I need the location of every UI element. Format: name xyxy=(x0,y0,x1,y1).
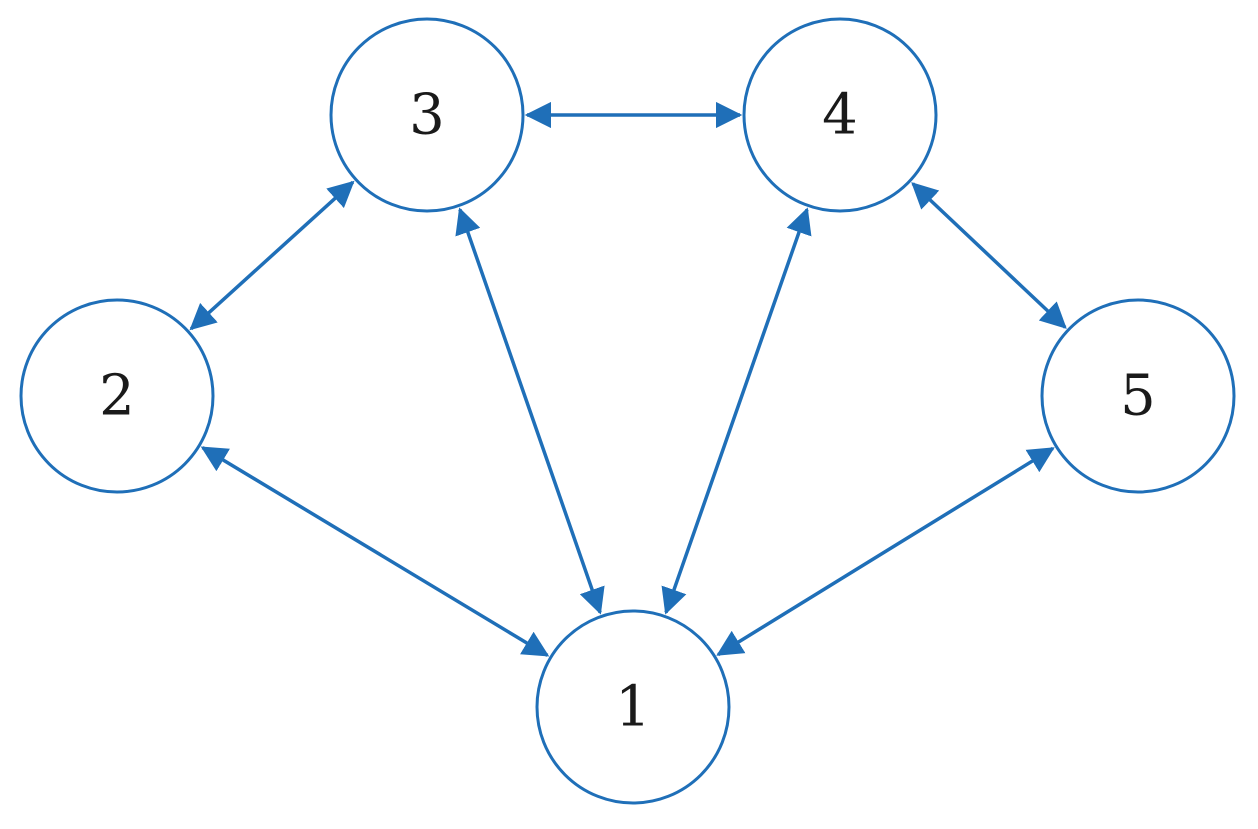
node-4-label: 4 xyxy=(822,83,858,148)
nodes-layer: 1 2 3 4 5 xyxy=(19,17,1236,805)
edge-2-3 xyxy=(189,180,355,331)
node-1-circle xyxy=(535,609,731,805)
node-1: 1 xyxy=(535,609,731,805)
node-4: 4 xyxy=(742,17,938,213)
node-3-circle xyxy=(329,17,525,213)
node-2-circle xyxy=(19,298,215,494)
node-5: 5 xyxy=(1040,298,1236,494)
edge-4-1 xyxy=(661,207,812,615)
edges-layer xyxy=(189,101,1067,657)
node-5-circle xyxy=(1040,298,1236,494)
node-1-label: 1 xyxy=(615,675,651,740)
node-3: 3 xyxy=(329,17,525,213)
edge-4-5 xyxy=(911,182,1067,329)
node-3-label: 3 xyxy=(409,83,445,148)
edge-3-1 xyxy=(455,207,605,615)
edge-5-1 xyxy=(716,446,1055,657)
node-2-label: 2 xyxy=(99,364,135,429)
node-5-label: 5 xyxy=(1120,364,1156,429)
node-4-circle xyxy=(742,17,938,213)
edge-2-1 xyxy=(200,446,550,657)
node-2: 2 xyxy=(19,298,215,494)
